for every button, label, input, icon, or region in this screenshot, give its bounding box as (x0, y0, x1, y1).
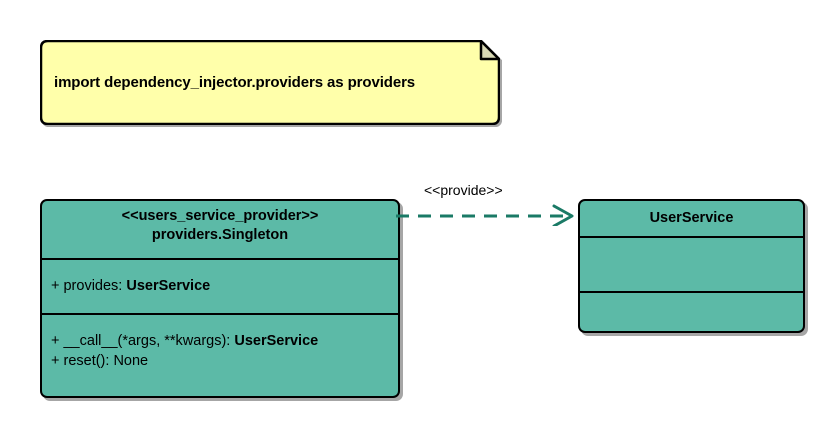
class-name: UserService (649, 209, 734, 226)
class-attributes-provider: + provides: UserService (42, 258, 398, 313)
dependency-arrow-icon (396, 204, 574, 226)
method-call: + __call__(*args, **kwargs): UserService (51, 333, 319, 350)
class-box-user-service[interactable]: UserService (578, 199, 805, 333)
note-shape-icon (40, 40, 500, 125)
dependency-connector[interactable]: <<provide>> (396, 182, 582, 226)
class-methods-provider: + __call__(*args, **kwargs): UserService… (42, 313, 398, 396)
class-stereotype: <<users_service_provider>> (121, 208, 319, 224)
import-note[interactable]: import dependency_injector.providers as … (40, 40, 500, 125)
class-attributes-user-service (580, 236, 803, 291)
class-header-user-service: UserService (580, 201, 803, 236)
class-header-provider: <<users_service_provider>> providers.Sin… (42, 201, 398, 258)
class-name: providers.Singleton (151, 227, 289, 244)
class-methods-user-service (580, 291, 803, 331)
connector-label-provide: <<provide>> (424, 182, 503, 198)
class-box-users-service-provider[interactable]: <<users_service_provider>> providers.Sin… (40, 199, 400, 398)
attribute-provides: + provides: UserService (51, 277, 211, 294)
note-text: import dependency_injector.providers as … (54, 74, 416, 91)
method-reset: + reset(): None (51, 352, 149, 369)
